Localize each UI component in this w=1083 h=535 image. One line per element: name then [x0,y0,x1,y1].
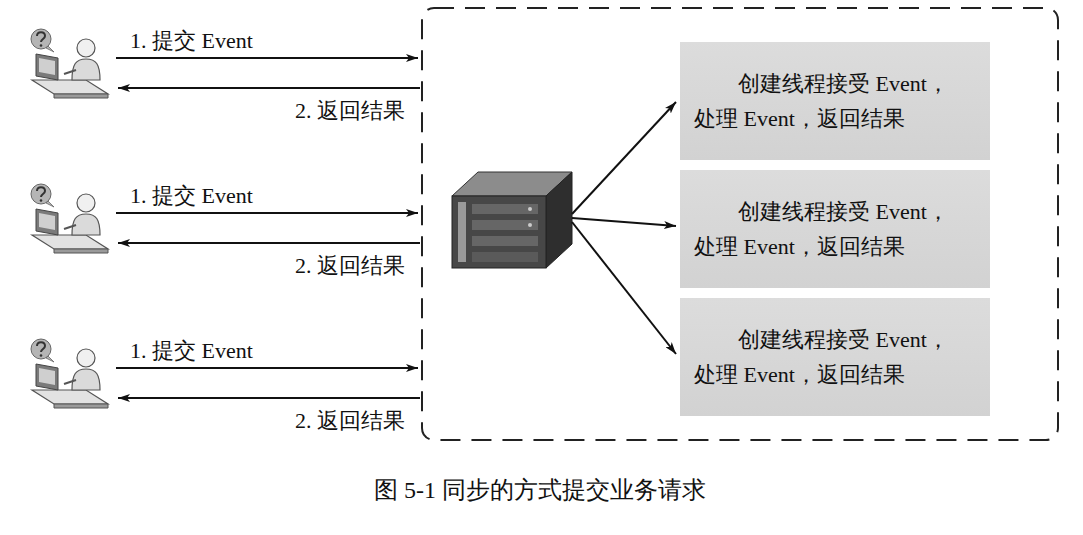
request-label: 1. 提交 Event [130,28,253,54]
box-text: 创建线程接受 Event， 处理 Event，返回结果 [694,66,976,136]
request-label: 1. 提交 Event [130,338,253,364]
request-label: 1. 提交 Event [130,183,253,209]
response-label: 2. 返回结果 [295,98,405,124]
server-boundary [422,8,1058,440]
box-text: 创建线程接受 Event， 处理 Event，返回结果 [694,322,976,392]
client-icons [31,29,108,408]
server-icon [452,172,572,268]
dispatch-arrows [572,102,676,354]
box-text: 创建线程接受 Event， 处理 Event，返回结果 [694,194,976,264]
figure-caption: 图 5-1 同步的方式提交业务请求 [374,474,706,506]
request-arrows [116,58,420,398]
response-label: 2. 返回结果 [295,253,405,279]
process-box: 创建线程接受 Event， 处理 Event，返回结果 [680,42,990,160]
process-box: 创建线程接受 Event， 处理 Event，返回结果 [680,298,990,416]
process-box: 创建线程接受 Event， 处理 Event，返回结果 [680,170,990,288]
response-label: 2. 返回结果 [295,408,405,434]
